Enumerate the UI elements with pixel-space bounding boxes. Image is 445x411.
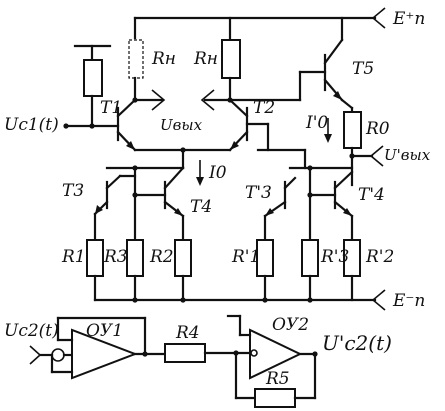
label-ep-plus: E⁺п (392, 9, 425, 29)
label-r1: R1 (61, 247, 86, 267)
label-rh-dashed: Rн (151, 49, 176, 69)
label-uc1: Uc1(t) (4, 115, 59, 135)
resistor-r5 (234, 351, 317, 408)
label-r5: R5 (265, 369, 290, 389)
resistor-r0 (324, 111, 384, 187)
resistor-r3 (126, 239, 144, 302)
diff-pair-tail (133, 147, 232, 186)
mirror2-rails (288, 148, 354, 242)
label-t1: T1 (100, 98, 122, 118)
negative-supply-rail (93, 289, 386, 311)
transistor-t2 (228, 98, 307, 152)
transistor-t5 (228, 38, 354, 114)
transistor-t1 (116, 98, 137, 152)
transistor-t4 (132, 166, 185, 242)
label-oy2: ОУ2 (272, 315, 309, 335)
load-resistor-dashed (128, 39, 144, 102)
label-uc2-prime: U'c2(t) (322, 331, 392, 355)
transistor-t3 (93, 174, 137, 242)
label-oy1: ОУ1 (86, 321, 123, 341)
label-t4-prime: T'4 (358, 185, 385, 205)
resistor-r1-prime (256, 239, 274, 302)
load-resistor-rh (221, 39, 241, 102)
resistor-r1 (86, 239, 104, 302)
resistor-r4 (164, 343, 252, 363)
resistor-r2 (174, 239, 192, 302)
label-t3: T3 (62, 181, 84, 201)
opamp-oy1 (50, 316, 167, 380)
transistor-t3-prime (263, 176, 297, 242)
label-r1-prime: R'1 (231, 247, 260, 267)
label-uvyx-prime: U'вых (384, 146, 431, 164)
label-t4: T4 (190, 197, 212, 217)
label-uvyx: Uвых (160, 116, 203, 134)
label-r3-prime: R'3 (320, 247, 349, 267)
opamp-oy2 (226, 314, 318, 400)
label-i0-prime: I'0 (305, 113, 328, 133)
label-t3-prime: T'3 (245, 183, 272, 203)
transistor-t4-prime (307, 170, 354, 242)
mirror1-rails (105, 165, 185, 242)
label-uc2: Uc2(t) (4, 321, 59, 341)
label-r4: R4 (175, 323, 200, 343)
label-r2: R2 (149, 247, 174, 267)
output-uvyx-terminals (132, 89, 233, 111)
positive-supply-rail (133, 7, 386, 42)
label-i0: I0 (208, 163, 227, 183)
label-t5: T5 (352, 59, 374, 79)
label-r0: R0 (365, 119, 390, 139)
label-rh: Rн (193, 49, 218, 69)
label-r2-prime: R'2 (365, 247, 394, 267)
resistor-r2-prime (343, 239, 361, 302)
input-uc1 (63, 123, 120, 129)
label-t2: T2 (253, 98, 275, 118)
resistor-r3-prime (301, 239, 319, 302)
label-r3: R3 (103, 247, 128, 267)
label-ep-minus: E⁻п (392, 291, 425, 311)
